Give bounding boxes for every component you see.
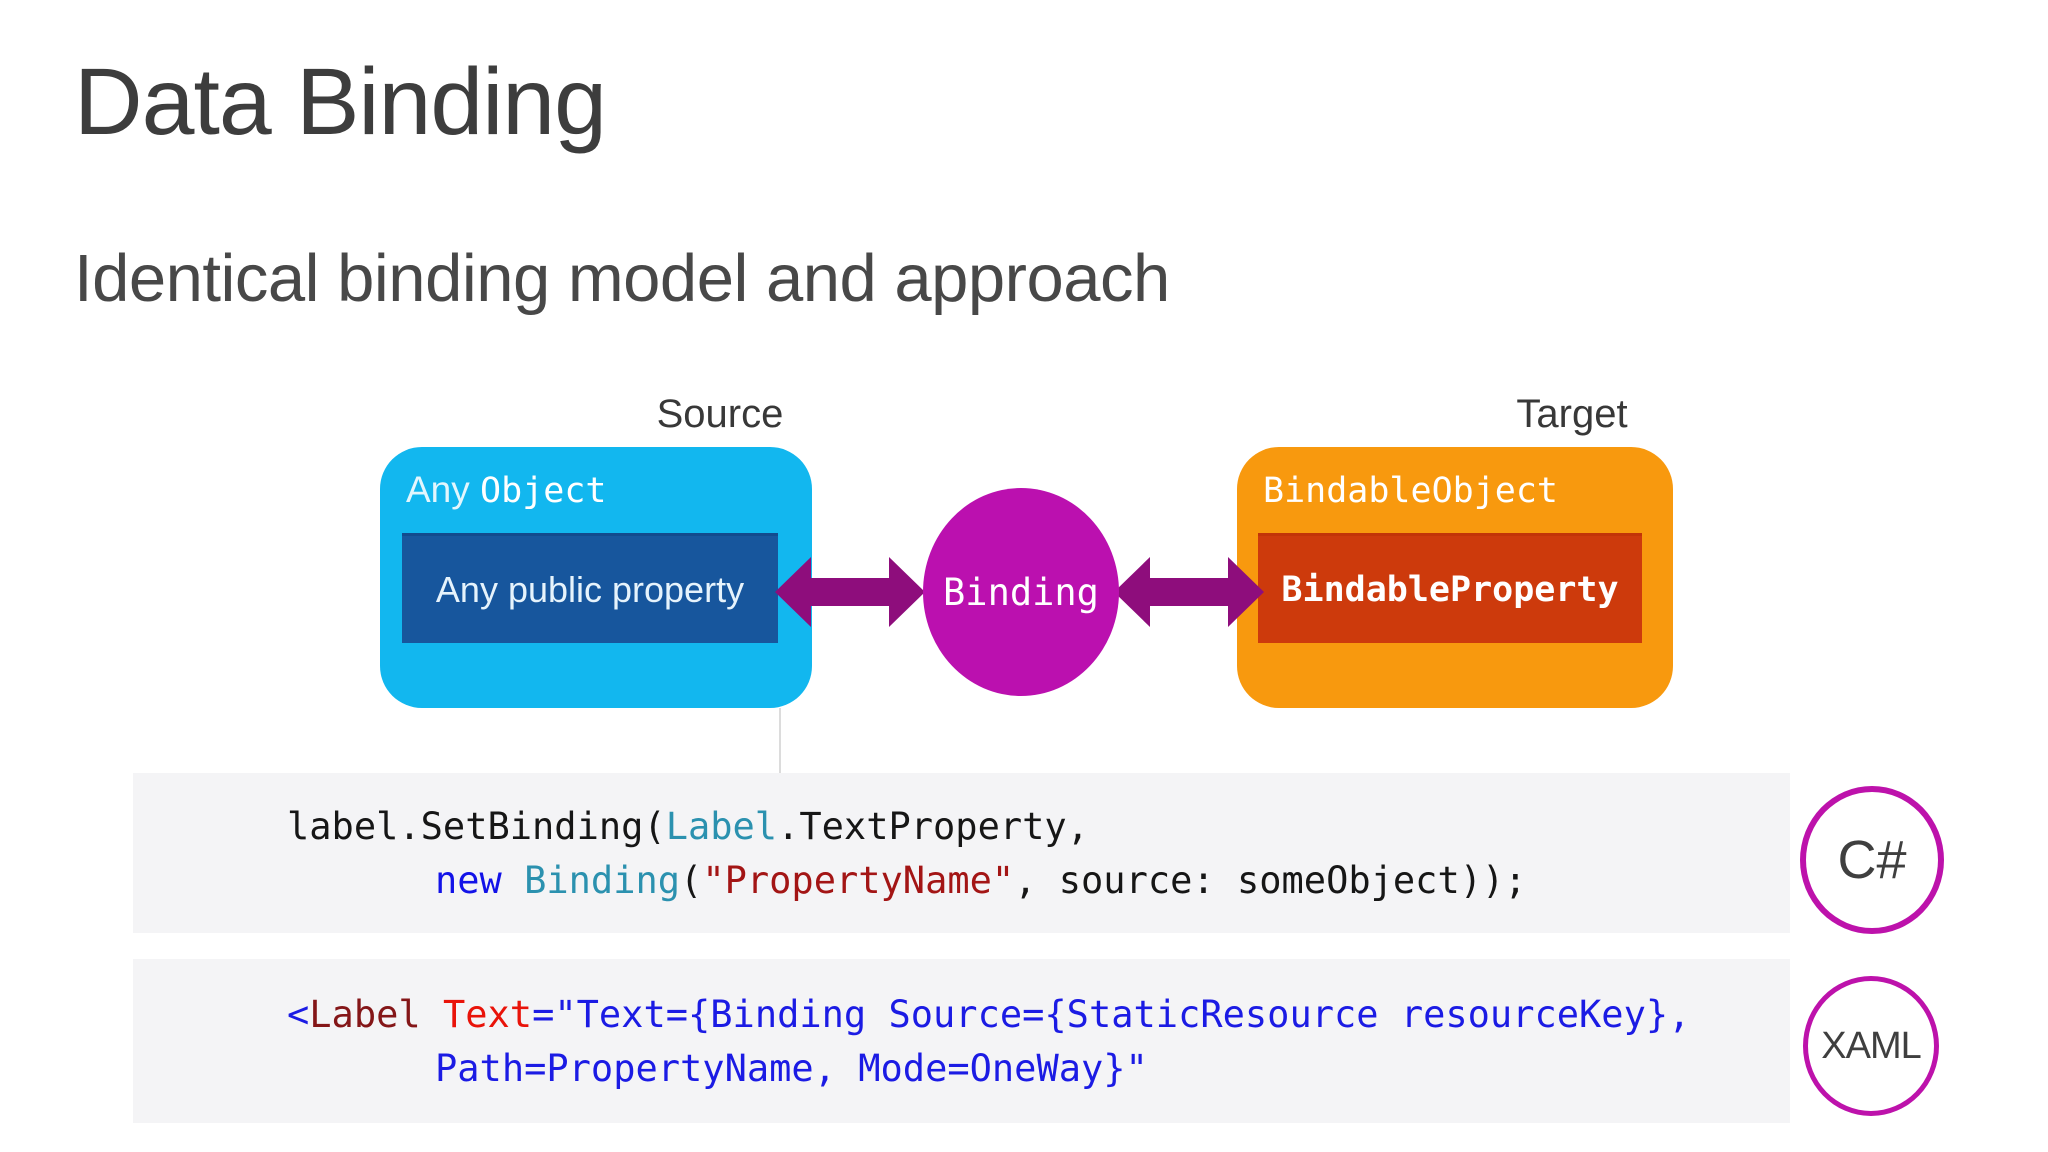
xaml-token-value: ="Text={Binding Source={StaticResource r… [532, 993, 1691, 1036]
target-label: Target [1516, 392, 1628, 436]
binding-circle-label: Binding [943, 570, 1099, 614]
target-box-heading: BindableObject [1263, 469, 1558, 511]
xaml-token-delimiter: < [287, 993, 310, 1036]
source-heading-name: Object [480, 471, 607, 511]
target-property-label: BindableProperty [1281, 569, 1619, 610]
source-label: Source [656, 392, 784, 436]
csharp-token: ( [680, 859, 703, 902]
xaml-token-element: Label [309, 993, 421, 1036]
xaml-code-block: <Label Text="Text={Binding Source={Stati… [133, 959, 1790, 1123]
csharp-token: .TextProperty, [777, 805, 1089, 848]
page-title: Data Binding [74, 49, 607, 155]
csharp-token-type: Label [665, 805, 778, 848]
source-heading-prefix: Any [406, 469, 481, 510]
target-box: BindableObject BindableProperty [1237, 447, 1673, 708]
page-subtitle: Identical binding model and approach [74, 241, 1170, 316]
xaml-badge: XAML [1803, 976, 1939, 1116]
source-property-box: Any public property [402, 533, 778, 643]
csharp-code-line-2: new Binding("PropertyName", source: some… [435, 854, 1790, 908]
source-box-heading: Any Object [406, 469, 606, 511]
csharp-token-keyword: new [435, 859, 502, 902]
xaml-token-value: Path=PropertyName, Mode=OneWay}" [435, 1047, 1148, 1090]
csharp-code-line-1: label.SetBinding(Label.TextProperty, [287, 800, 1790, 854]
binding-circle: Binding [923, 488, 1119, 696]
xaml-token-attribute: Text [442, 993, 533, 1036]
csharp-token-type: Binding [501, 859, 681, 902]
csharp-token: , source: someObject)); [1014, 859, 1527, 902]
divider-line [779, 708, 781, 773]
target-property-box: BindableProperty [1258, 533, 1642, 643]
csharp-badge: C# [1800, 786, 1944, 934]
csharp-badge-label: C# [1837, 830, 1907, 890]
xaml-token [421, 993, 443, 1036]
csharp-code-block: label.SetBinding(Label.TextProperty, new… [133, 773, 1790, 933]
double-arrow-icon-left [775, 557, 925, 627]
xaml-code-line-1: <Label Text="Text={Binding Source={Stati… [287, 988, 1790, 1042]
xaml-code-line-2: Path=PropertyName, Mode=OneWay}" [435, 1042, 1790, 1096]
target-heading-name: BindableObject [1263, 471, 1559, 511]
double-arrow-icon-right [1114, 557, 1264, 627]
csharp-token: label.SetBinding( [287, 805, 666, 848]
xaml-badge-label: XAML [1821, 1024, 1921, 1067]
csharp-token-string: "PropertyName" [702, 859, 1015, 902]
source-property-label: Any public property [435, 568, 745, 610]
source-box: Any Object Any public property [380, 447, 812, 708]
